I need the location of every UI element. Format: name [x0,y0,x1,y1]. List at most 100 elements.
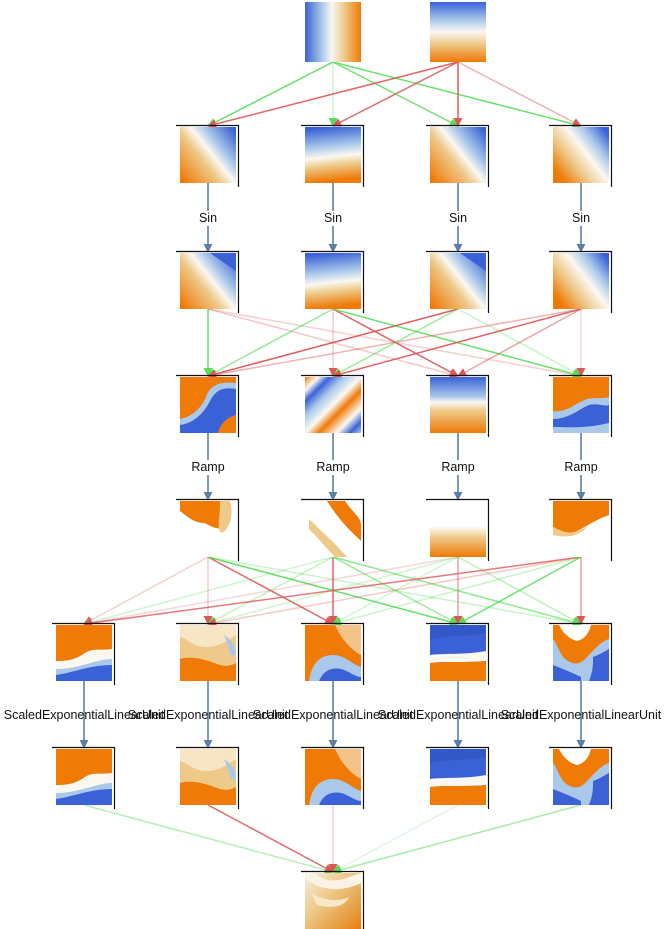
weight-edge-negative [207,308,582,379]
node-image [553,501,609,557]
node-layer2-2 [426,250,490,313]
weight-edge-positive [332,556,459,625]
node-layer3-3 [549,374,613,437]
activation-label: Sin [572,211,590,225]
node-layer5-4 [549,622,613,685]
weight-edge-positive [332,556,459,625]
node-image [430,501,486,557]
node-layer4-2 [426,498,490,561]
node-image [430,377,486,433]
node-layer6-4 [549,746,613,809]
node-image [430,625,486,681]
node-frame [301,374,365,437]
weight-edge-positive [207,61,334,127]
node-frame [426,622,490,685]
node-layer6-2 [301,746,365,809]
weight-edges [83,61,586,875]
node-frame [549,622,613,685]
node-frame [176,250,240,313]
weight-edge-positive [332,556,582,627]
node-frame [426,124,490,187]
node-frame [549,124,613,187]
node-image [305,873,361,929]
weight-edge-negative [457,308,582,377]
node-frame [176,498,240,561]
node-image [430,253,486,309]
node-layer5-2 [301,622,365,685]
node-image [430,2,486,62]
node-image [180,377,236,433]
weight-edge-negative [332,308,582,379]
node-layer3-0 [176,374,240,437]
node-layer7-0 [301,870,365,929]
node-layer6-1 [176,746,240,809]
node-layer5-1 [176,622,240,685]
activation-label: Ramp [316,460,349,474]
weight-edge-negative [207,556,582,627]
node-frame [301,498,365,561]
node-layer3-1 [301,374,365,437]
node-frame [426,746,490,809]
node-image [305,2,361,62]
node-frame [52,622,116,685]
weight-edge-positive [332,308,459,377]
node-image [553,625,609,681]
activation-label: ScaledExponentialLinearUnit [253,708,414,722]
node-layer5-0 [52,622,116,685]
weight-edge-negative [83,556,459,628]
weight-edge-negative [83,556,209,625]
node-frame [176,622,240,685]
node-layer1-3 [549,124,613,187]
node-image [305,127,361,183]
activation-label: ScaledExponentialLinearUnit [378,708,539,722]
node-frame [301,124,365,187]
weight-edge-negative [207,556,334,625]
node-layer1-1 [301,124,365,187]
node-image [430,749,486,805]
node-layer2-0 [176,250,240,313]
node-frame [301,870,365,929]
node-frame [426,374,490,437]
weight-edge-positive [332,61,582,129]
node-layer6-0 [52,746,116,809]
node-image [180,625,236,681]
node-image [553,377,609,433]
node-image [553,127,609,183]
weight-edge-negative [207,804,334,873]
node-layer6-3 [426,746,490,809]
node-layer2-1 [301,250,365,313]
activation-label: Ramp [191,460,224,474]
node-image [56,749,112,805]
weight-edge-negative [207,308,459,379]
node-frame [176,374,240,437]
node-image [180,127,236,183]
node-image [430,127,486,183]
node-layer1-0 [176,124,240,187]
node-frame [176,746,240,809]
node-image [553,253,609,309]
node-image [305,749,361,805]
node-frame [549,250,613,313]
activation-label: Sin [324,211,342,225]
node-layer4-3 [549,498,613,561]
node-layer2-3 [549,250,613,313]
node-image [305,625,361,681]
node-frame [549,498,613,561]
node-frame [549,374,613,437]
weight-edge-positive [83,804,334,875]
node-frame [52,746,116,809]
node-frame [426,498,490,561]
node-image [305,501,361,557]
activation-label: Ramp [564,460,597,474]
weight-edge-negative [457,61,582,127]
node-layer3-2 [426,374,490,437]
node-frame [301,250,365,313]
weight-edge-negative [207,61,459,129]
weight-edge-positive [207,556,334,625]
node-frame [301,622,365,685]
node-image [180,501,236,557]
node-frame [301,746,365,809]
activation-label: Ramp [441,460,474,474]
weight-edge-positive [332,804,582,875]
